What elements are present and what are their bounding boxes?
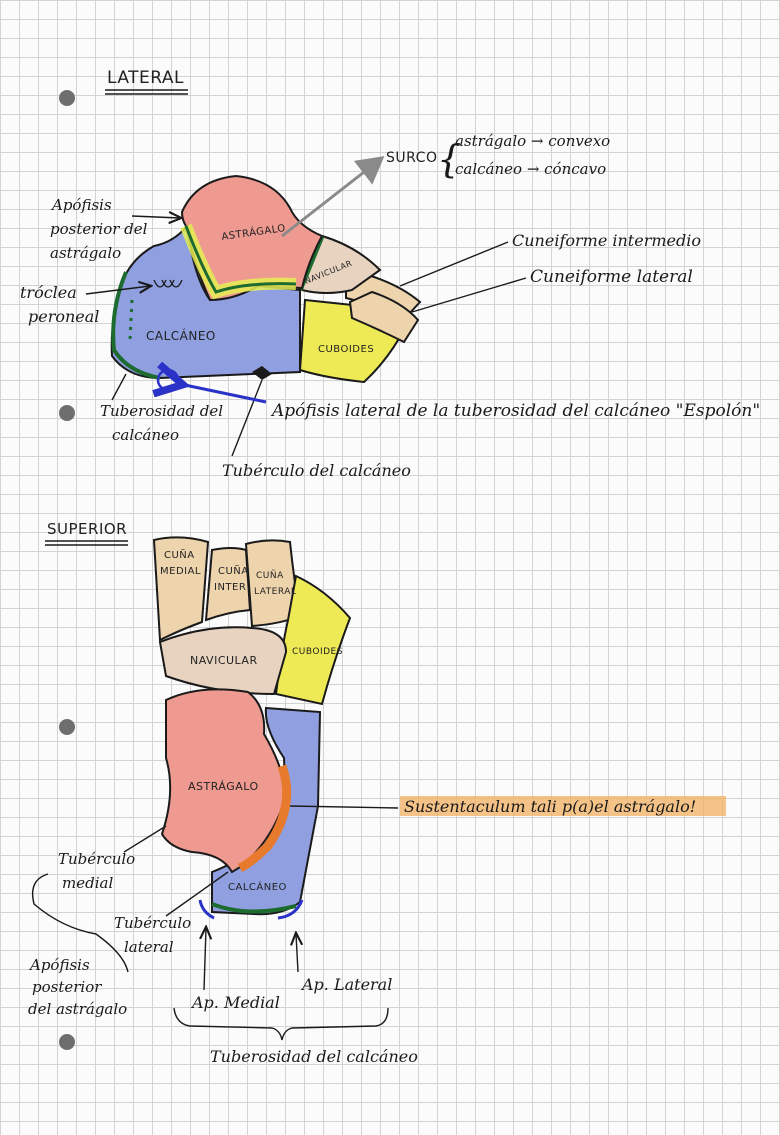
tuberculo-medial-label: Tubérculo medial <box>58 850 140 892</box>
lateral-cuboides-label: CUBOIDES <box>318 344 374 355</box>
superior-cuboides-label: CUBOIDES <box>292 647 343 657</box>
superior-tuberosidad-label: Tuberosidad del calcáneo <box>210 1047 418 1066</box>
superior-view: SUPERIOR CUÑA MEDIAL CUÑA INTER CUÑA <box>28 520 726 1066</box>
surco-brace: { <box>437 137 461 181</box>
lateral-cuneiform-lateral <box>348 290 420 344</box>
lateral-apofisis-posterior-label: Apófisis posterior del astrágalo <box>50 196 152 262</box>
binder-hole <box>59 405 75 421</box>
cuneiforme-intermedio-label: Cuneiforme intermedio <box>512 231 701 250</box>
lateral-troclea-label: tróclea peroneal <box>20 283 99 326</box>
lateral-tuberosidad-label: Tuberosidad del calcáneo <box>100 402 228 444</box>
lateral-heading: LATERAL <box>107 68 184 88</box>
superior-navicular-label: NAVICULAR <box>190 654 258 667</box>
surco-line-1: astrágalo → convexo <box>455 132 610 150</box>
superior-astragalo-bone <box>160 688 288 874</box>
lateral-view: LATERAL ASTRÁGALO CALCÁNEO NAVICULAR CUB… <box>20 68 760 480</box>
lateral-tuberculo-label: Tubérculo del calcáneo <box>222 461 411 480</box>
superior-navicular-bone <box>158 626 288 696</box>
surco-line-2: calcáneo → cóncavo <box>455 160 606 178</box>
superior-astragalo-label: ASTRÁGALO <box>188 780 259 793</box>
ap-medial-label: Ap. Medial <box>190 993 280 1012</box>
cuna-medial-bone <box>152 536 210 642</box>
cuna-medial-label: CUÑA MEDIAL <box>160 548 201 577</box>
superior-calcaneo-label: CALCÁNEO <box>228 880 287 893</box>
lateral-calcaneo-label: CALCÁNEO <box>146 328 216 343</box>
tuberculo-lateral-label: Tubérculo lateral <box>114 914 196 956</box>
sustentaculum-highlight <box>237 764 292 873</box>
cuneiforme-lateral-label: Cuneiforme lateral <box>530 267 693 287</box>
lateral-spur-marker <box>252 366 272 380</box>
superior-heading: SUPERIOR <box>47 520 127 538</box>
superior-apofisis-posterior-label: Apófisis posterior del astrágalo <box>28 956 127 1018</box>
ap-lateral-label: Ap. Lateral <box>300 975 392 994</box>
binder-hole <box>59 90 75 106</box>
sustentaculum-highlight-bar <box>400 796 726 816</box>
binder-hole <box>59 1034 75 1050</box>
sustentaculum-label: Sustentaculum tali p(a)el astrágalo! <box>404 797 696 816</box>
binder-hole <box>59 719 75 735</box>
binder-holes <box>59 90 75 1050</box>
cuna-lateral-label: CUÑA LATERAL <box>254 570 296 597</box>
cuna-inter-label: CUÑA INTER <box>214 564 252 593</box>
surco-word: SURCO <box>386 150 437 166</box>
lateral-apofisis-lateral-label: Apófisis lateral de la tuberosidad del c… <box>270 401 760 421</box>
